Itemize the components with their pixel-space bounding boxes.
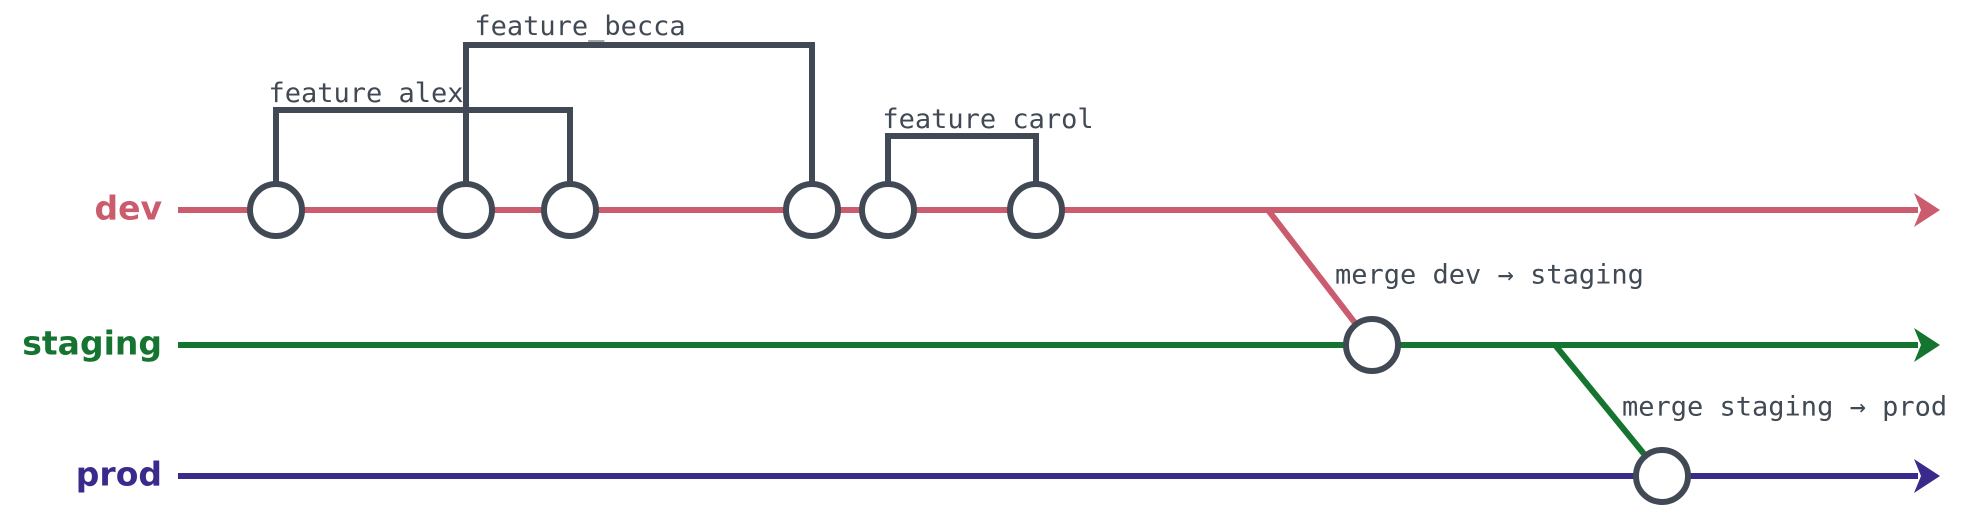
branch-arrowhead-prod: [1914, 459, 1940, 493]
feature-label-feature_becca: feature_becca: [474, 11, 685, 42]
feature-label-feature_carol: feature_carol: [882, 104, 1093, 135]
branch-arrowhead-dev: [1914, 193, 1940, 227]
commit-node[interactable]: [783, 181, 841, 239]
branch-label-staging: staging: [22, 324, 162, 363]
feature-bracket-feature_alex: [273, 107, 573, 186]
feature-label-feature_alex: feature_alex: [268, 78, 463, 109]
branch-arrowhead-staging: [1914, 328, 1940, 362]
commit-node[interactable]: [859, 181, 917, 239]
merge-connector-merge-dev-staging: [1265, 208, 1361, 329]
commit-node[interactable]: [247, 181, 305, 239]
commit-node[interactable]: [1007, 181, 1065, 239]
merge-label-merge-staging-prod: merge staging → prod: [1622, 392, 1947, 423]
feature-bracket-feature_carol: [885, 133, 1039, 186]
commit-nodes-group: [247, 181, 1691, 505]
branch-label-dev: dev: [94, 189, 162, 228]
merge-connector-merge-staging-prod: [1552, 343, 1650, 461]
feature-bracket-feature_becca: [463, 42, 815, 186]
merge-lines-group: [1265, 208, 1650, 461]
text-labels-group: dev staging prod feature_alex feature_beccaf…: [22, 11, 1947, 494]
branch-lanes-group: [178, 193, 1940, 493]
commit-node[interactable]: [437, 181, 495, 239]
feature-brackets-group: [273, 42, 1039, 186]
branch-label-prod: prod: [76, 455, 162, 494]
commit-node[interactable]: [541, 181, 599, 239]
commit-node[interactable]: [1343, 316, 1401, 374]
merge-label-merge-dev-staging: merge dev → staging: [1335, 260, 1644, 291]
commit-node[interactable]: [1633, 447, 1691, 505]
